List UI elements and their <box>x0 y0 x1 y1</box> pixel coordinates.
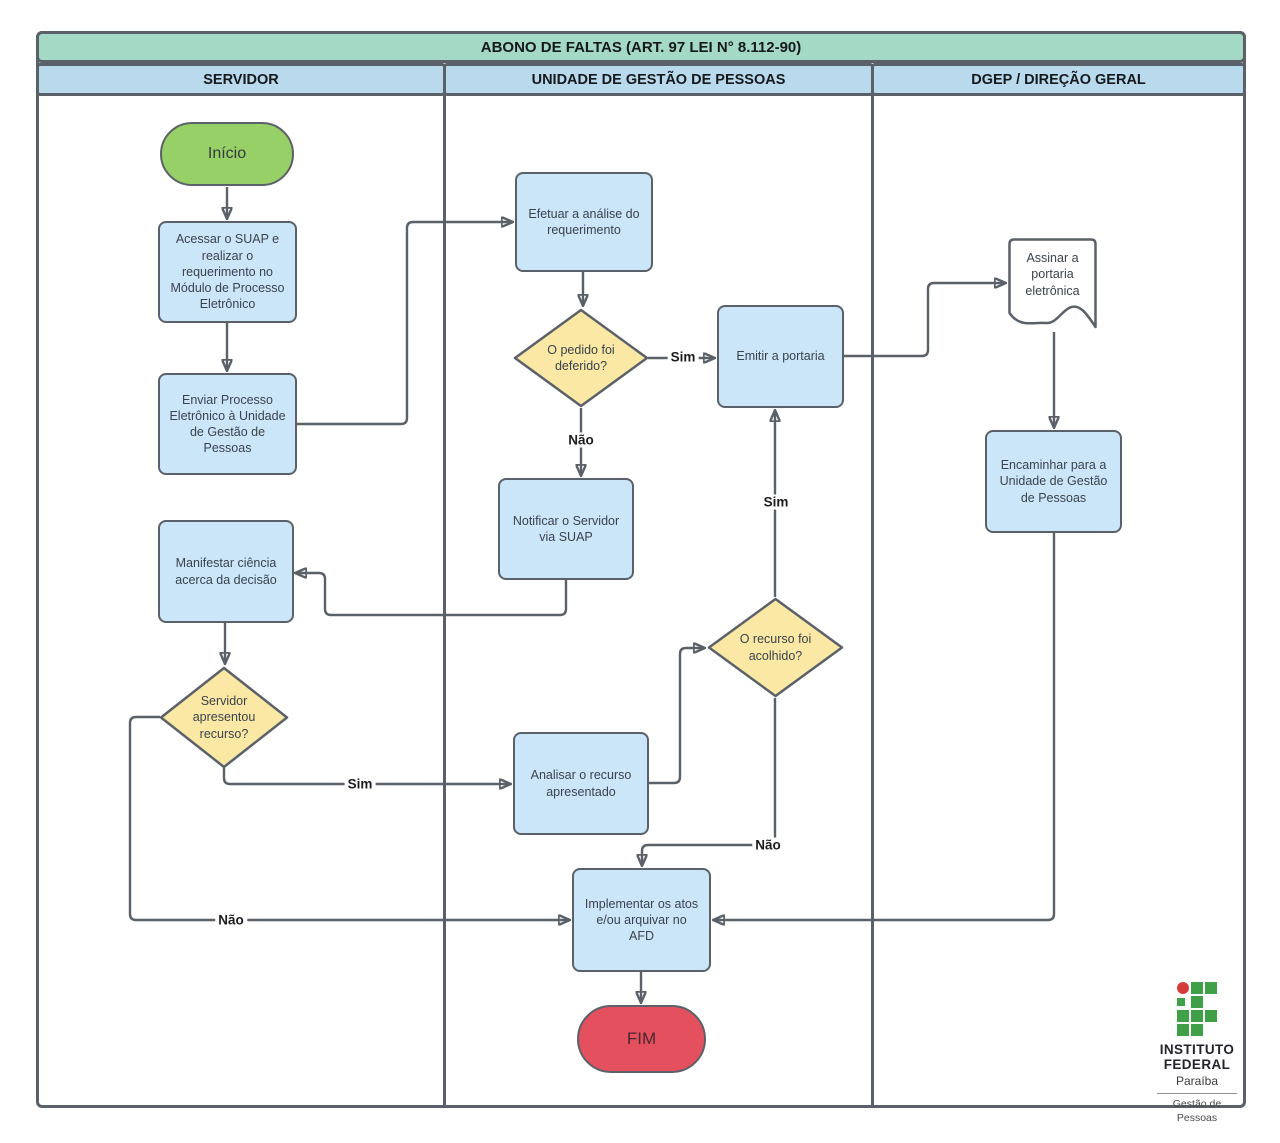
logo-text-gestao: Gestão de <box>1172 1098 1222 1111</box>
logo-divider <box>1157 1092 1237 1095</box>
lane-header-servidor-label: SERVIDOR <box>203 71 279 88</box>
lane-header-gestao-pessoas-label: UNIDADE DE GESTÃO DE PESSOAS <box>531 71 786 88</box>
process-analisar-recurso: Analisar o recurso apresentado <box>513 732 649 835</box>
edge-analisar-acolhido <box>648 648 704 785</box>
process-implementar-atos: Implementar os atos e/ou arquivar no AFD <box>572 868 711 972</box>
process-manifestar-ciencia-label: Manifestar ciência acerca da decisão <box>175 556 277 587</box>
logo-text-federal: FEDERAL <box>1163 1056 1231 1072</box>
process-encaminhar-unidade: Encaminhar para a Unidade de Gestão de P… <box>985 430 1122 533</box>
start-node-label: Início <box>207 144 247 162</box>
diamond-shape <box>513 308 649 408</box>
process-emitir-portaria: Emitir a portaria <box>717 305 844 408</box>
process-efetuar-analise-label: Efetuar a análise do requerimento <box>528 206 640 237</box>
process-acessar-suap-label: Acessar o SUAP e realizar o requerimento… <box>170 232 285 312</box>
lane-divider-1 <box>443 95 446 1106</box>
edge-label-deferido-nao: Não <box>565 432 597 448</box>
process-manifestar-ciencia: Manifestar ciência acerca da decisão <box>158 520 294 623</box>
diamond-shape <box>707 597 844 698</box>
diamond-shape <box>159 666 289 769</box>
document-assinar-portaria-label: Assinar a portaria eletrônica <box>1025 251 1080 298</box>
edge-encaminhar-implementar <box>714 533 1056 920</box>
logo-text-paraiba: Paraíba <box>1175 1073 1219 1088</box>
logo-red-dot <box>1177 982 1189 994</box>
lane-header-servidor: SERVIDOR <box>36 63 446 96</box>
document-shape <box>1008 238 1097 329</box>
process-acessar-suap: Acessar o SUAP e realizar o requerimento… <box>158 221 297 323</box>
flowchart-title: ABONO DE FALTAS (ART. 97 LEI N° 8.112-90… <box>480 38 802 56</box>
end-node-fim: FIM <box>577 1005 706 1073</box>
edge-emitir-assinar <box>844 283 1005 358</box>
edge-label-acolhido-sim: Sim <box>760 494 792 510</box>
logo-text-instituto: INSTITUTO <box>1159 1042 1235 1057</box>
lane-divider-2 <box>871 95 874 1106</box>
edge-recurso-analisar-sim <box>222 768 510 784</box>
process-enviar-processo-label: Enviar Processo Eletrônico à Unidade de … <box>169 392 286 456</box>
lane-header-dgep-label: DGEP / DIREÇÃO GERAL <box>971 71 1146 88</box>
decision-servidor-recurso-label: Servidor apresentou recurso? <box>192 694 256 741</box>
process-analisar-recurso-label: Analisar o recurso apresentado <box>530 768 632 799</box>
start-node-inicio: Início <box>160 122 294 186</box>
process-encaminhar-unidade-label: Encaminhar para a Unidade de Gestão de P… <box>999 458 1108 505</box>
decision-servidor-recurso: Servidor apresentou recurso? <box>159 666 289 769</box>
edge-label-deferido-sim: Sim <box>667 349 699 365</box>
process-notificar-servidor: Notificar o Servidor via SUAP <box>498 478 634 580</box>
ifpb-logo: INSTITUTO FEDERAL Paraíba Gestão de Pess… <box>1144 982 1250 1125</box>
process-implementar-atos-label: Implementar os atos e/ou arquivar no AFD <box>584 896 699 944</box>
document-assinar-portaria: Assinar a portaria eletrônica <box>1008 238 1097 332</box>
edge-notificar-manifestar <box>296 573 568 617</box>
process-notificar-servidor-label: Notificar o Servidor via SUAP <box>512 513 620 544</box>
edge-recurso-implementar-nao <box>128 715 569 920</box>
decision-recurso-acolhido-label: O recurso foi acolhido? <box>739 632 812 663</box>
edge-label-recurso-sim: Sim <box>344 776 376 792</box>
ifpb-logo-icon <box>1177 982 1217 1036</box>
edge-label-acolhido-nao: Não <box>752 837 784 853</box>
decision-pedido-deferido-label: O pedido foi deferido? <box>547 342 615 373</box>
process-enviar-processo: Enviar Processo Eletrônico à Unidade de … <box>158 373 297 475</box>
decision-pedido-deferido: O pedido foi deferido? <box>513 308 649 408</box>
flowchart-title-bar: ABONO DE FALTAS (ART. 97 LEI N° 8.112-90… <box>36 31 1246 63</box>
edge-label-recurso-nao: Não <box>215 912 247 928</box>
process-emitir-portaria-label: Emitir a portaria <box>736 349 825 364</box>
end-node-label: FIM <box>626 1028 657 1048</box>
logo-text-pessoas: Pessoas <box>1176 1111 1218 1124</box>
lane-header-gestao-pessoas: UNIDADE DE GESTÃO DE PESSOAS <box>443 63 874 96</box>
process-efetuar-analise: Efetuar a análise do requerimento <box>515 172 653 272</box>
edge-enviar-efetuar <box>297 222 512 426</box>
decision-recurso-acolhido: O recurso foi acolhido? <box>707 597 844 698</box>
lane-header-dgep: DGEP / DIREÇÃO GERAL <box>871 63 1246 96</box>
